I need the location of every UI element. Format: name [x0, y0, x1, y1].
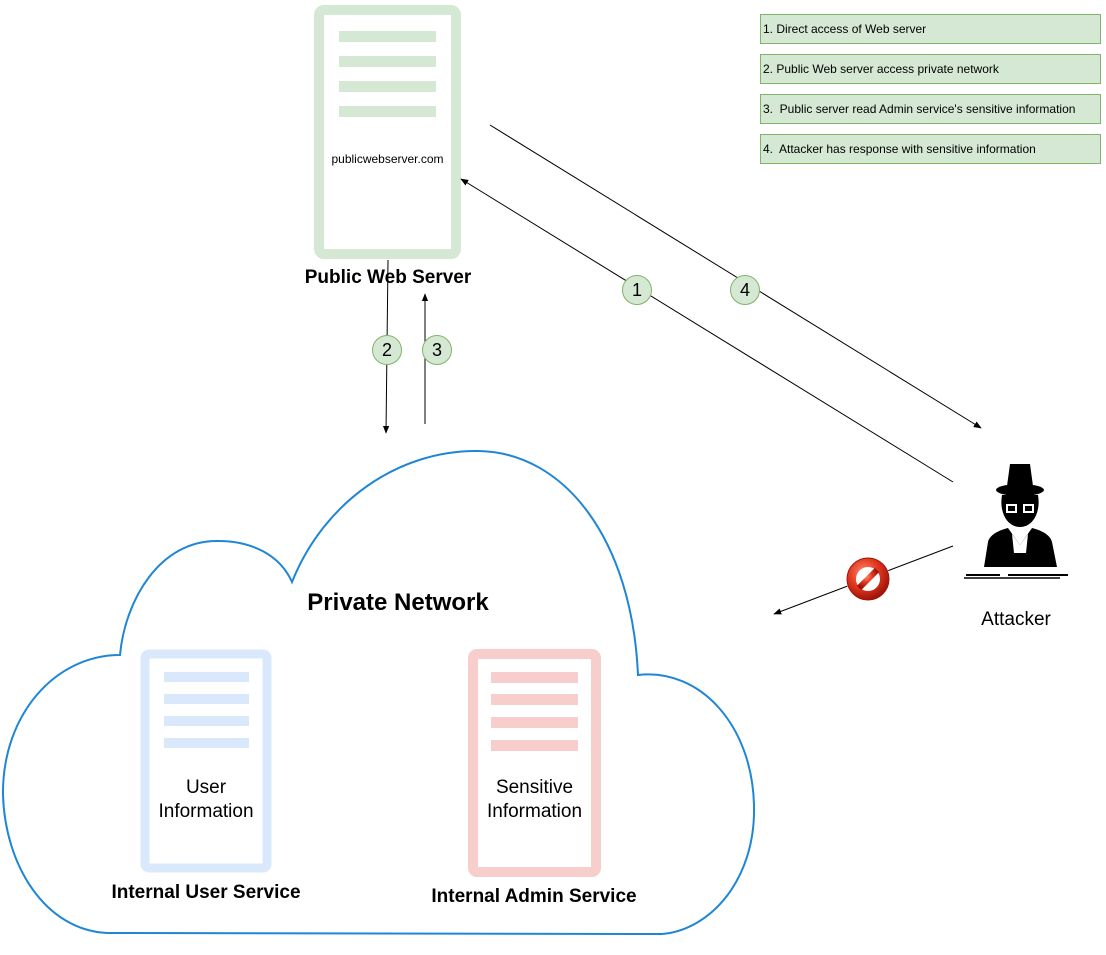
user-service-content-line1: User — [185, 777, 227, 798]
user-service-title: Internal User Service — [111, 882, 301, 903]
legend-item-3: 3. Public server read Admin service's se… — [760, 94, 1101, 124]
legend-item-4: 4. Attacker has response with sensitive … — [760, 134, 1101, 164]
admin-service-title: Internal Admin Service — [431, 886, 637, 907]
server-domain-label: publicwebserver.com — [331, 152, 444, 166]
arrow-step-4 — [489, 124, 982, 429]
step-badge-1: 1 — [622, 275, 652, 305]
spy-icon — [964, 464, 1068, 579]
public-web-server-icon — [314, 5, 461, 259]
legend-item-1: 1. Direct access of Web server — [760, 14, 1101, 44]
step-badge-3: 3 — [422, 335, 452, 365]
step-badge-4: 4 — [730, 275, 760, 305]
internal-user-server-icon — [140, 649, 272, 873]
legend-item-2: 2. Public Web server access private netw… — [760, 54, 1101, 84]
private-network-title: Private Network — [307, 589, 489, 616]
arrow-step-1 — [460, 178, 954, 483]
attacker-label: Attacker — [981, 609, 1051, 630]
no-entry-icon — [846, 557, 890, 601]
step-badge-2: 2 — [372, 335, 402, 365]
admin-service-content-line2: Information — [486, 801, 583, 822]
public-web-server-title: Public Web Server — [304, 267, 472, 288]
admin-service-content-line1: Sensitive — [495, 777, 574, 798]
private-network-cloud — [1, 449, 756, 936]
internal-admin-server-icon — [468, 649, 601, 877]
user-service-content-line2: Information — [158, 801, 254, 822]
